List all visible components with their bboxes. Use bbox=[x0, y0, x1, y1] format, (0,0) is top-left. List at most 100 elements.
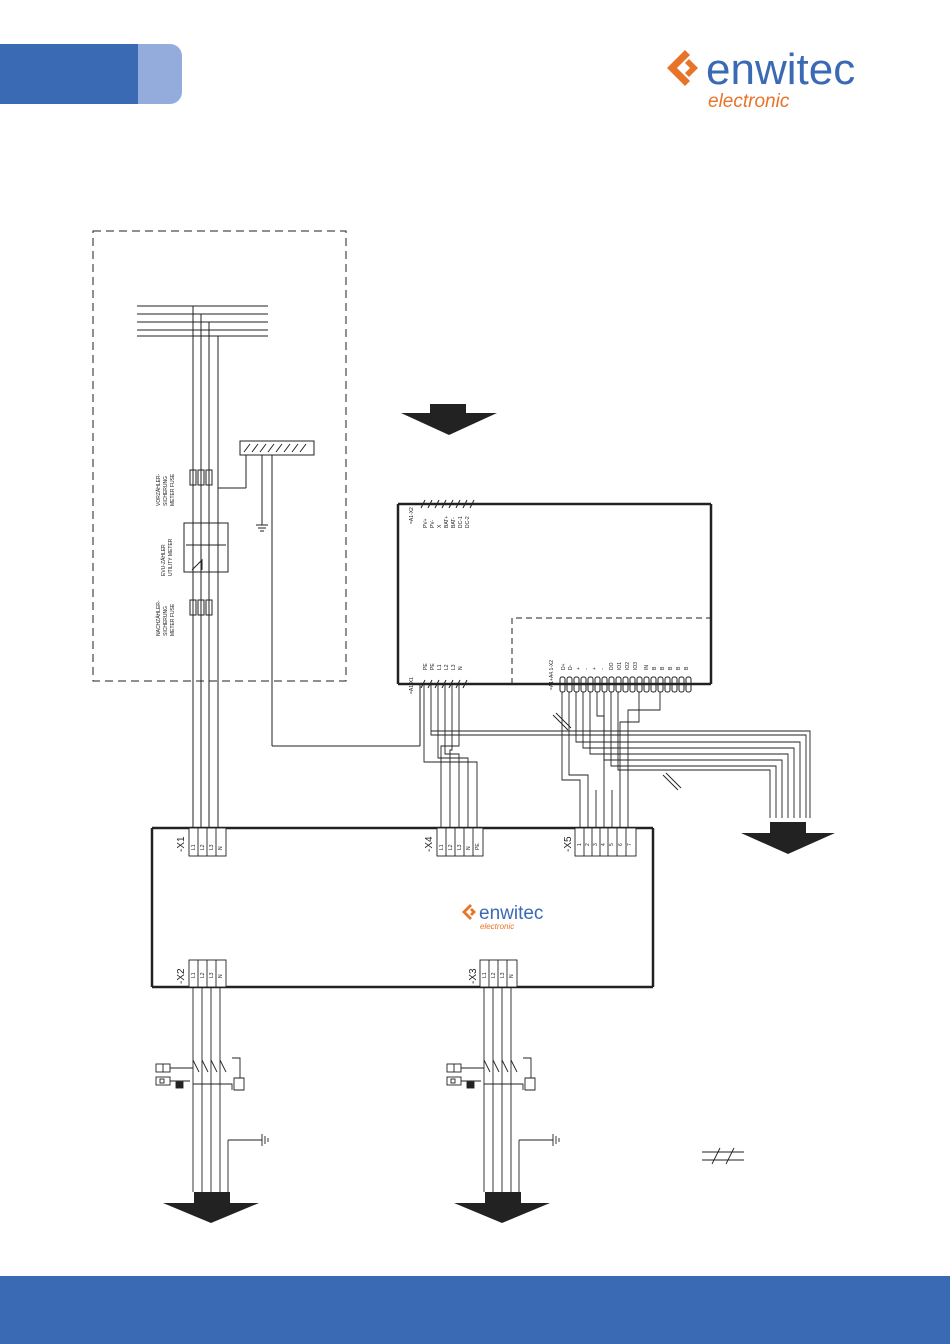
x4-term: L1 bbox=[439, 844, 445, 850]
x1-terminal: PE bbox=[430, 663, 436, 670]
box-logo-subtitle: electronic bbox=[480, 922, 514, 931]
box-logo-wordmark: enwitec bbox=[479, 903, 543, 924]
incoming-busbars bbox=[137, 305, 268, 337]
utility-meter bbox=[183, 522, 229, 573]
x4-term: PE bbox=[475, 843, 481, 850]
x1-term: L2 bbox=[200, 844, 206, 850]
x4-term: N bbox=[466, 846, 472, 850]
x2-terminal: DC-2 bbox=[465, 516, 471, 528]
x5-term: 4 bbox=[601, 843, 607, 846]
header-tab-light bbox=[138, 44, 182, 104]
terminal-block-x3 bbox=[479, 959, 518, 988]
inverter-x3-ref: =A1+A4.1-X2 bbox=[549, 660, 555, 690]
x3-terminal: IO1 bbox=[617, 662, 623, 670]
x1-term: N bbox=[218, 846, 224, 850]
box-logo: enwitec electronic bbox=[462, 903, 543, 931]
x3-terminal: B bbox=[668, 666, 674, 670]
arrow-down-icon bbox=[454, 1192, 550, 1223]
x3-terminal: IO3 bbox=[633, 662, 639, 670]
x1-terminal: PE bbox=[423, 663, 429, 670]
x2-terminal: X bbox=[437, 524, 443, 528]
x3-terminal: D+ bbox=[561, 663, 567, 670]
x1-terminal: N bbox=[458, 666, 464, 670]
x2-term: L3 bbox=[209, 972, 215, 978]
x3-terminal: IN bbox=[644, 665, 650, 670]
x5-name: -X5 bbox=[563, 836, 574, 852]
x3-terminal: B bbox=[660, 666, 666, 670]
x3-terminal: DO bbox=[609, 662, 615, 670]
inverter-x1-ref: =A1-X1 bbox=[409, 677, 415, 694]
logo-wordmark: enwitec bbox=[706, 45, 855, 94]
pre-fuse-label-3: METER FUSE bbox=[170, 473, 176, 506]
meter-cabinet bbox=[92, 230, 347, 682]
pre-meter-fuse bbox=[189, 469, 213, 486]
logo-subtitle: electronic bbox=[708, 91, 790, 112]
terminal-block-x1 bbox=[188, 827, 227, 857]
x3-terminal: B bbox=[652, 666, 658, 670]
x1-terminal: L3 bbox=[451, 664, 457, 670]
x3-term: L2 bbox=[491, 972, 497, 978]
x3-terminal: + bbox=[576, 667, 582, 670]
x1-name: -X1 bbox=[176, 836, 187, 852]
meter-label-1: EVU-ZÄHLER bbox=[160, 544, 167, 576]
x3-term: N bbox=[509, 974, 515, 978]
logo: enwitec electronic bbox=[667, 45, 855, 112]
output-feeder-right bbox=[446, 987, 560, 1192]
x3-term: L3 bbox=[500, 972, 506, 978]
x1-terminal: L2 bbox=[444, 664, 450, 670]
arrow-down-icon bbox=[401, 404, 497, 435]
x5-term: 7 bbox=[627, 843, 633, 846]
x3-terminal: - bbox=[600, 668, 606, 670]
x5-term: 1 bbox=[577, 843, 583, 846]
x3-name: -X3 bbox=[468, 968, 479, 984]
inverter-x3-pins bbox=[559, 676, 692, 693]
post-meter-fuse bbox=[189, 599, 213, 616]
x2-name: -X2 bbox=[176, 968, 187, 984]
earth-icon bbox=[256, 524, 268, 532]
x1-term: L3 bbox=[209, 844, 215, 850]
x2-term: L2 bbox=[200, 972, 206, 978]
x2-terminal: BAT- bbox=[451, 517, 457, 528]
x4-term: L3 bbox=[457, 844, 463, 850]
x3-terminal: B bbox=[684, 666, 690, 670]
x3-terminal: D- bbox=[568, 664, 574, 670]
shield-legend-icon bbox=[702, 1147, 744, 1165]
x2-term: L1 bbox=[191, 972, 197, 978]
pre-fuse-label-2: SICHERUNG bbox=[163, 476, 169, 506]
post-fuse-label-3: METER FUSE bbox=[170, 603, 176, 636]
x5-term: 5 bbox=[609, 843, 615, 846]
post-fuse-label-2: SICHERUNG bbox=[163, 606, 169, 636]
footer-bar bbox=[0, 1276, 950, 1344]
x5-term: 3 bbox=[593, 843, 599, 846]
x3-terminal: B bbox=[676, 666, 682, 670]
x2-terminal: DC-1 bbox=[458, 516, 464, 528]
x4-term: L2 bbox=[448, 844, 454, 850]
x2-terminal: PV- bbox=[430, 520, 436, 528]
header-tab-dark bbox=[0, 44, 140, 104]
terminal-strip bbox=[239, 440, 315, 456]
x2-terminal: PV+ bbox=[423, 518, 429, 528]
x1-terminal: L1 bbox=[437, 664, 443, 670]
arrow-down-icon bbox=[163, 1192, 259, 1223]
interconnect-wires bbox=[423, 684, 811, 828]
x2-terminal: BAT+ bbox=[444, 516, 450, 528]
output-feeder-left bbox=[155, 987, 269, 1192]
x3-term: L1 bbox=[482, 972, 488, 978]
terminal-block-x4 bbox=[436, 827, 484, 857]
terminal-block-x2 bbox=[188, 959, 227, 988]
x3-terminal: IO2 bbox=[625, 662, 631, 670]
pre-fuse-label-1: VORZÄHLER- bbox=[155, 473, 162, 506]
x5-term: 6 bbox=[618, 843, 624, 846]
x2-term: N bbox=[218, 974, 224, 978]
meter-label-2: UTILITY METER bbox=[168, 538, 174, 576]
inverter-x2-ref: =A1-X2 bbox=[409, 507, 415, 524]
combiner-box bbox=[150, 826, 655, 989]
arrow-down-icon bbox=[741, 822, 835, 854]
x5-term: 2 bbox=[585, 843, 591, 846]
mains-lines bbox=[192, 306, 219, 828]
x3-terminal: - bbox=[584, 668, 590, 670]
x4-name: -X4 bbox=[424, 836, 435, 852]
post-fuse-label-1: NACHZÄHLER- bbox=[155, 600, 162, 636]
x3-terminal: + bbox=[592, 667, 598, 670]
